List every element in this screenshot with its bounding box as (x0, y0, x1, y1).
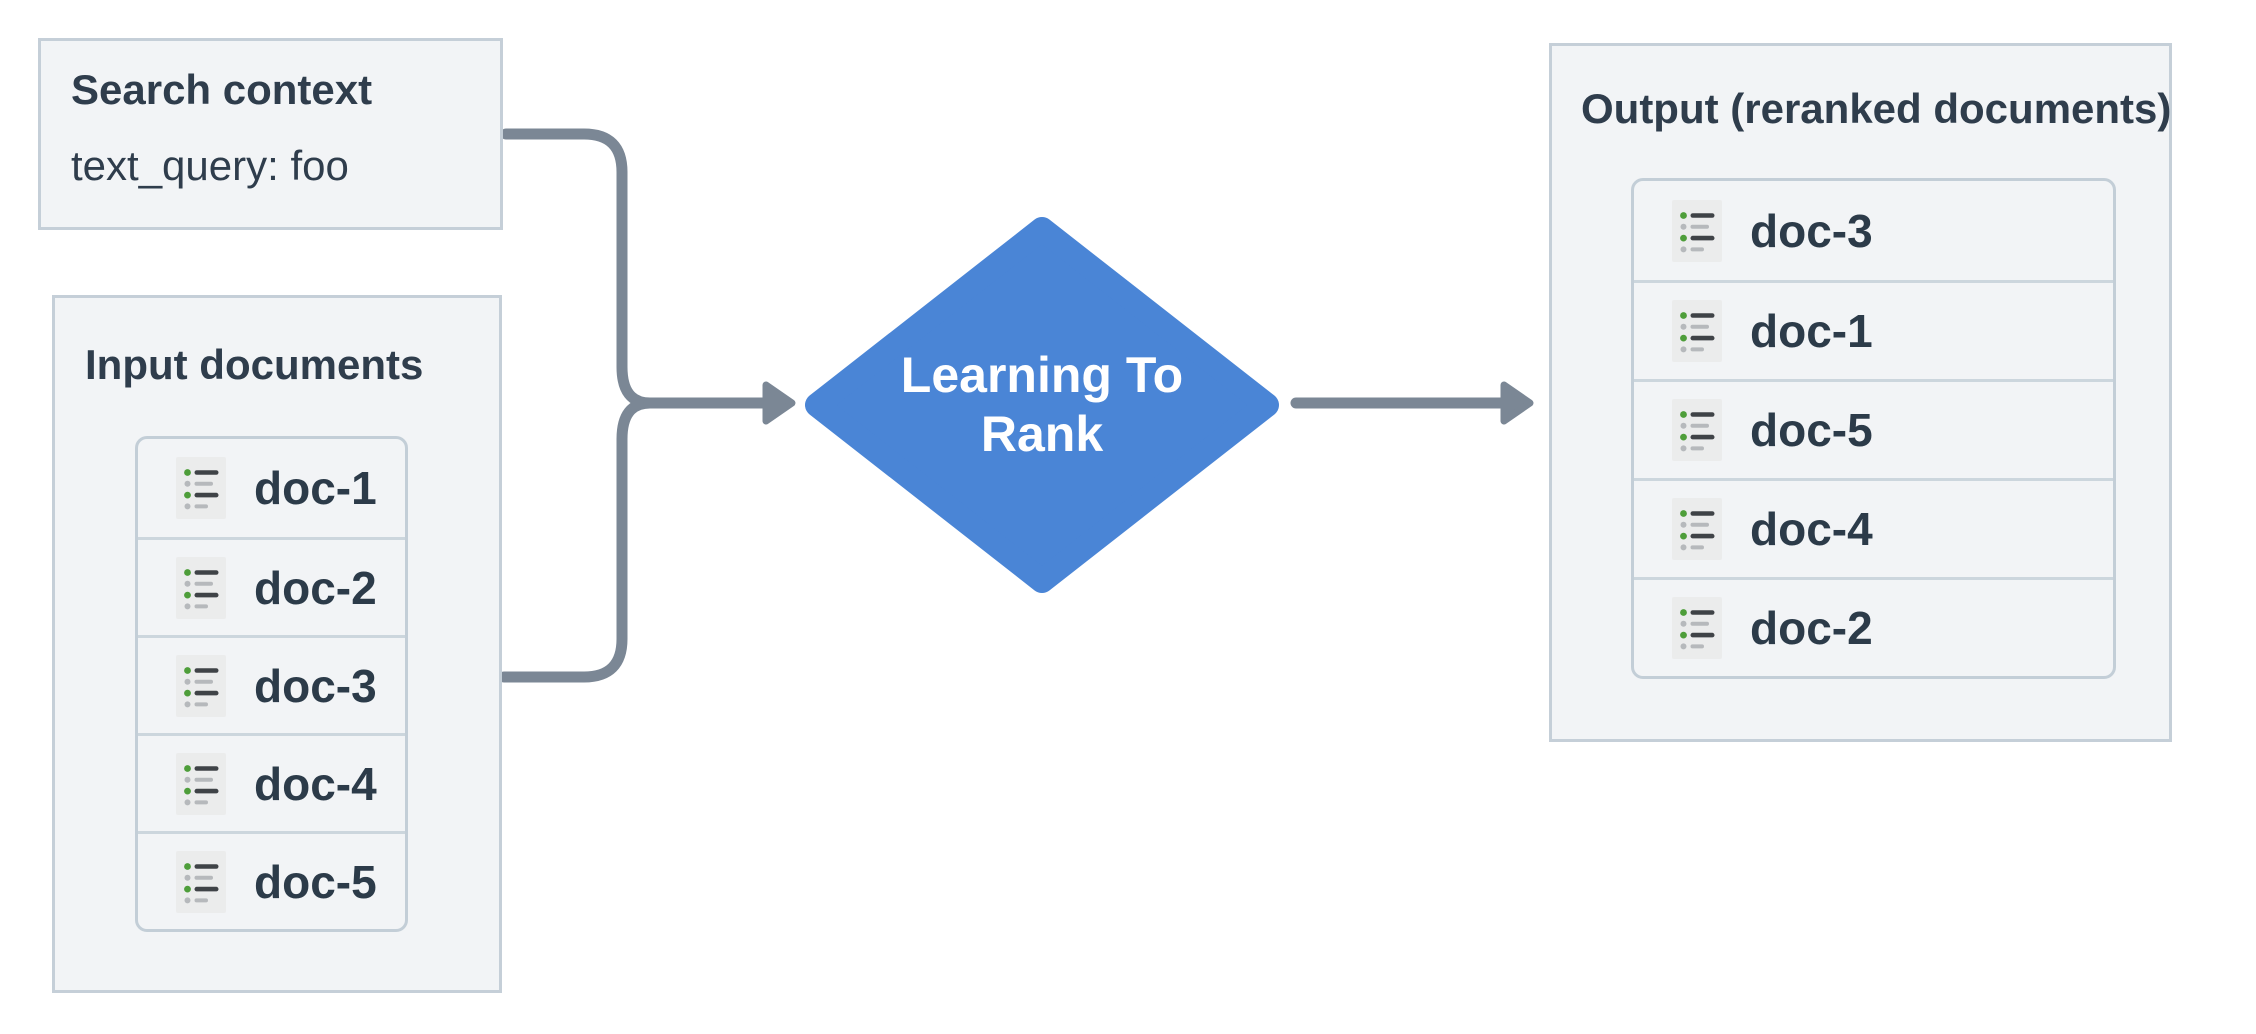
ltr-node-label-line2: Rank (980, 406, 1104, 462)
doc-list-icon (1672, 300, 1722, 362)
doc-label: doc-3 (1750, 204, 1873, 257)
ltr-node-label-line1: Learning To (900, 347, 1184, 403)
output-doc-row: doc-3 (1634, 181, 2113, 280)
doc-list-icon (1672, 399, 1722, 461)
output-title: Output (reranked documents) (1581, 85, 2172, 132)
doc-label: doc-4 (1750, 503, 1873, 555)
doc-list-icon (176, 654, 226, 717)
output-doc-row: doc-5 (1634, 379, 2113, 478)
search-context-query: text_query: foo (71, 142, 349, 189)
search-context-box: Search context text_query: foo (38, 38, 503, 230)
doc-label: doc-5 (1750, 404, 1873, 456)
input-doc-row: doc-3 (138, 635, 405, 733)
connector-input-docs (498, 397, 656, 683)
doc-list-icon (1672, 199, 1722, 262)
output-doc-row: doc-2 (1634, 577, 2113, 676)
doc-label: doc-1 (254, 462, 377, 514)
ltr-node-label: Learning To Rank (809, 221, 1275, 589)
ltr-diamond-shape (805, 217, 1279, 593)
doc-list-icon (176, 556, 226, 619)
arrowhead-into-node-icon (762, 381, 796, 425)
output-box: Output (reranked documents) doc-3 (1549, 43, 2172, 742)
doc-label: doc-1 (1750, 305, 1873, 357)
doc-label: doc-3 (254, 659, 377, 712)
input-doc-row: doc-4 (138, 733, 405, 831)
output-documents-list: doc-3 doc-1 (1631, 178, 2116, 679)
output-doc-row: doc-4 (1634, 478, 2113, 577)
doc-label: doc-5 (254, 855, 377, 908)
input-doc-row: doc-1 (138, 439, 405, 537)
doc-list-icon (176, 457, 226, 519)
arrowhead-to-output-icon (1500, 381, 1534, 425)
input-documents-list: doc-1 doc-2 (135, 436, 408, 932)
doc-list-icon (1672, 498, 1722, 560)
output-doc-row: doc-1 (1634, 280, 2113, 379)
input-doc-row: doc-2 (138, 537, 405, 635)
doc-list-icon (176, 752, 226, 815)
doc-label: doc-2 (1750, 602, 1873, 654)
connector-search-context (500, 128, 656, 409)
input-doc-row: doc-5 (138, 831, 405, 929)
doc-list-icon (1672, 597, 1722, 659)
doc-label: doc-2 (254, 561, 377, 614)
input-documents-box: Input documents doc-1 (52, 295, 502, 993)
input-documents-title: Input documents (85, 341, 424, 388)
doc-label: doc-4 (254, 757, 377, 810)
doc-list-icon (176, 850, 226, 913)
search-context-title: Search context (71, 66, 373, 113)
